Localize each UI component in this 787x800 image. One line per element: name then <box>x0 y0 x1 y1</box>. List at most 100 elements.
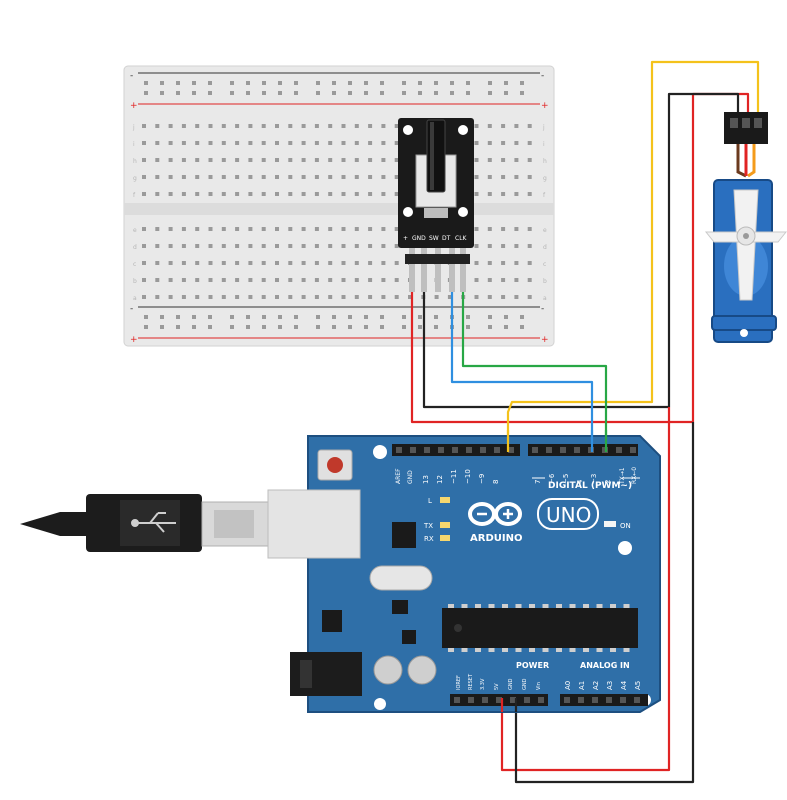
rail-hole <box>364 91 368 95</box>
breadboard-hole <box>248 278 253 282</box>
crystal-oscillator <box>369 565 433 591</box>
pin-label: GND <box>522 678 528 690</box>
wire-black-board-gnd[interactable] <box>514 422 695 784</box>
row-letter: b <box>133 278 137 285</box>
dc-jack-slot <box>300 660 312 688</box>
rail-hole <box>262 81 266 85</box>
breadboard-hole <box>314 227 319 231</box>
breadboard-hole <box>142 175 146 179</box>
wire-yellow-servo-signal[interactable] <box>506 60 760 446</box>
breadboard-hole <box>328 278 333 282</box>
rail-hole <box>176 315 180 319</box>
rail-hole <box>144 91 148 95</box>
breadboard-hole <box>195 244 200 248</box>
rail-hole <box>278 81 282 85</box>
rail-hole <box>418 315 422 319</box>
breadboard-hole <box>487 192 492 196</box>
header-pin[interactable] <box>409 248 415 292</box>
header-hole <box>480 447 486 453</box>
breadboard-hole <box>181 141 186 145</box>
row-letter: a <box>543 295 547 302</box>
digital-header-right[interactable] <box>528 444 638 456</box>
breadboard-hole <box>474 278 479 282</box>
breadboard-hole <box>354 175 359 179</box>
rail-label-plus-bottom: + <box>130 335 138 345</box>
chip-pin <box>596 604 603 608</box>
encoder-shaft-icon[interactable] <box>426 119 446 193</box>
breadboard-hole <box>487 158 492 162</box>
header-pin[interactable] <box>449 248 455 292</box>
reset-button-cap[interactable] <box>327 457 343 473</box>
wire-red-encoder-vcc[interactable] <box>410 92 750 424</box>
breadboard-hole <box>221 141 226 145</box>
breadboard-hole <box>527 261 532 265</box>
rail-hole <box>294 315 298 319</box>
power-pin-labels: IOREF RESET 3.3V 5V GND GND Vin <box>456 673 542 690</box>
breadboard-hole <box>394 278 399 282</box>
header-hole <box>606 697 612 703</box>
wire-red-board-5v[interactable] <box>500 407 671 772</box>
rail-hole <box>160 315 164 319</box>
header-hole <box>560 447 566 453</box>
breadboard-hole <box>275 278 279 282</box>
digital-header-label: DIGITAL (PWM~) <box>548 481 632 491</box>
rx-led-label: RX <box>424 535 434 543</box>
rail-hole <box>504 81 508 85</box>
breadboard-hole <box>235 124 240 128</box>
header-hole <box>532 447 538 453</box>
rail-hole <box>466 315 470 319</box>
breadboard-hole <box>394 261 399 265</box>
breadboard-hole <box>301 192 306 196</box>
breadboard-hole <box>381 227 386 231</box>
breadboard-hole <box>501 124 506 128</box>
header-pin[interactable] <box>421 248 427 292</box>
wire-black-encoder-gnd[interactable] <box>422 92 740 409</box>
rail-hole <box>278 315 282 319</box>
row-letter: c <box>543 261 546 268</box>
on-led-icon <box>604 521 616 527</box>
servo-motor[interactable] <box>704 112 787 343</box>
breadboard-hole <box>328 244 333 248</box>
breadboard-hole <box>368 278 373 282</box>
rail-hole <box>450 81 454 85</box>
breadboard-hole <box>155 175 160 179</box>
breadboard-hole <box>208 227 213 231</box>
wire-blue-encoder-sw[interactable] <box>450 290 594 446</box>
breadboard-hole <box>221 158 226 162</box>
header-hole <box>616 447 622 453</box>
row-letter: d <box>543 244 547 251</box>
breadboard-hole <box>168 278 173 282</box>
rail-hole <box>520 315 524 319</box>
row-letter: g <box>543 175 547 182</box>
wire-green-encoder-dt[interactable] <box>461 290 608 446</box>
rotary-encoder-module[interactable]: + GND SW DT CLK <box>398 118 474 292</box>
arduino-uno-board[interactable]: AREF GND 13 12 ~11 ~10 ~9 8 7 ~6 ~5 4 ~3… <box>267 435 661 713</box>
breadboard-hole <box>368 124 373 128</box>
pin-label: 8 <box>492 480 500 484</box>
pin-label: A5 <box>634 681 642 690</box>
breadboard-hole <box>394 227 399 231</box>
chip-pin <box>596 648 603 652</box>
rail-hole <box>418 81 422 85</box>
breadboard-hole <box>301 244 306 248</box>
rail-hole <box>434 81 438 85</box>
header-pin[interactable] <box>460 248 466 292</box>
rail-hole <box>504 315 508 319</box>
pin-label: 3.3V <box>480 678 486 690</box>
header-pin[interactable] <box>435 248 441 292</box>
pin-label: 5V <box>494 683 500 690</box>
breadboard-hole <box>328 261 333 265</box>
breadboard-holes <box>142 81 532 329</box>
breadboard-hole <box>275 158 279 162</box>
breadboard-hole <box>181 158 186 162</box>
row-letters-right: j i h g f e d c b a <box>542 124 547 302</box>
rail-hole <box>520 325 524 329</box>
breadboard-hole <box>501 141 506 145</box>
rail-hole <box>160 91 164 95</box>
chip-pin <box>515 648 522 652</box>
rail-hole <box>208 81 212 85</box>
breadboard-hole <box>142 192 146 196</box>
breadboard-hole <box>275 244 279 248</box>
breadboard-hole <box>208 175 213 179</box>
